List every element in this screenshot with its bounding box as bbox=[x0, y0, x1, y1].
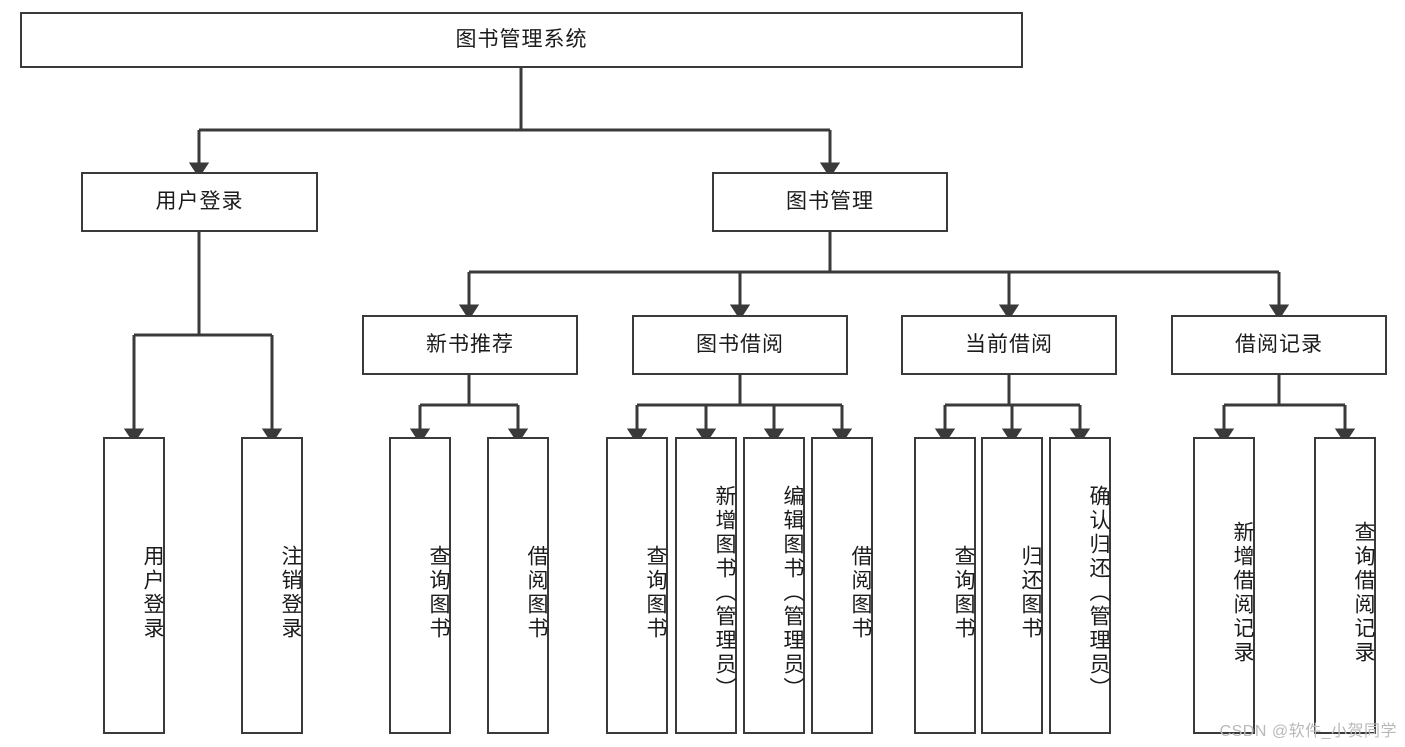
leaf-logout[interactable]: 注销登录 bbox=[241, 437, 303, 734]
node-borrow-record[interactable]: 借阅记录 bbox=[1171, 315, 1387, 375]
node-borrow-record-label: 借阅记录 bbox=[1235, 333, 1323, 357]
leaf-borrow-book-1-label: 借阅图书 bbox=[525, 544, 548, 641]
leaf-borrow-book-1[interactable]: 借阅图书 bbox=[487, 437, 549, 734]
leaf-borrow-book-2-label: 借阅图书 bbox=[849, 544, 872, 641]
leaf-edit-book[interactable]: 编辑图书（管理员） bbox=[743, 437, 805, 734]
leaf-query-book-2[interactable]: 查询图书 bbox=[606, 437, 668, 734]
leaf-borrow-book-2[interactable]: 借阅图书 bbox=[811, 437, 873, 734]
watermark-text: CSDN @软件_小贺同学 bbox=[1219, 723, 1397, 740]
leaf-user-login[interactable]: 用户登录 bbox=[103, 437, 165, 734]
node-new-book-recommend-label: 新书推荐 bbox=[426, 333, 514, 357]
leaf-return-book[interactable]: 归还图书 bbox=[981, 437, 1043, 734]
leaf-query-record[interactable]: 查询借阅记录 bbox=[1314, 437, 1376, 734]
node-user-login[interactable]: 用户登录 bbox=[81, 172, 318, 232]
node-book-manage-label: 图书管理 bbox=[786, 190, 874, 214]
leaf-query-book-2-label: 查询图书 bbox=[644, 544, 667, 641]
node-user-login-label: 用户登录 bbox=[155, 190, 244, 214]
node-book-borrow-label: 图书借阅 bbox=[696, 333, 784, 357]
leaf-add-book[interactable]: 新增图书（管理员） bbox=[675, 437, 737, 734]
leaf-add-record[interactable]: 新增借阅记录 bbox=[1193, 437, 1255, 734]
node-current-borrow[interactable]: 当前借阅 bbox=[901, 315, 1117, 375]
leaf-logout-label: 注销登录 bbox=[279, 544, 302, 641]
leaf-confirm-return[interactable]: 确认归还（管理员） bbox=[1049, 437, 1111, 734]
leaf-add-book-label: 新增图书（管理员） bbox=[713, 484, 736, 701]
leaf-user-login-label: 用户登录 bbox=[141, 544, 164, 641]
leaf-edit-book-label: 编辑图书（管理员） bbox=[781, 484, 804, 701]
leaf-query-record-label: 查询借阅记录 bbox=[1352, 520, 1375, 665]
leaf-query-book-3-label: 查询图书 bbox=[952, 544, 975, 641]
node-current-borrow-label: 当前借阅 bbox=[965, 333, 1053, 357]
node-root-label: 图书管理系统 bbox=[455, 28, 588, 52]
leaf-add-record-label: 新增借阅记录 bbox=[1231, 520, 1254, 665]
leaf-query-book-1-label: 查询图书 bbox=[427, 544, 450, 641]
leaf-return-book-label: 归还图书 bbox=[1019, 544, 1042, 641]
leaf-query-book-3[interactable]: 查询图书 bbox=[914, 437, 976, 734]
node-new-book-recommend[interactable]: 新书推荐 bbox=[362, 315, 578, 375]
node-book-manage[interactable]: 图书管理 bbox=[712, 172, 948, 232]
leaf-query-book-1[interactable]: 查询图书 bbox=[389, 437, 451, 734]
node-book-borrow[interactable]: 图书借阅 bbox=[632, 315, 848, 375]
leaf-confirm-return-label: 确认归还（管理员） bbox=[1087, 484, 1110, 701]
node-root[interactable]: 图书管理系统 bbox=[20, 12, 1023, 68]
